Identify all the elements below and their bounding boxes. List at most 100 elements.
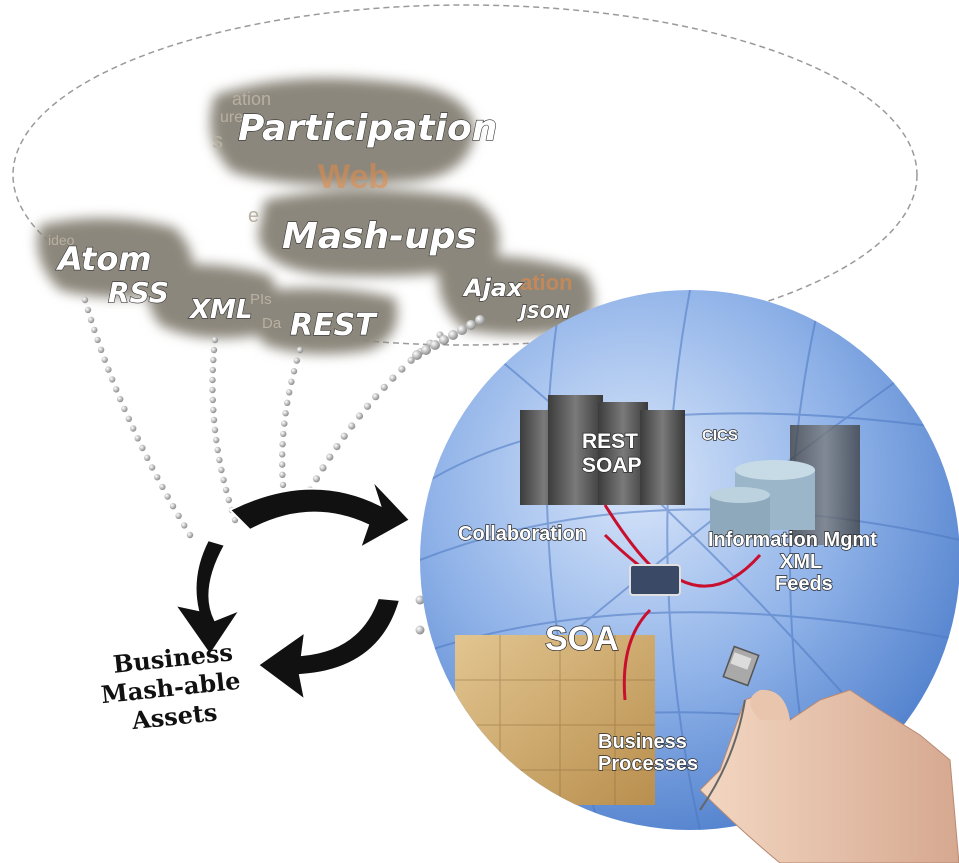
rest-label: REST: [290, 308, 378, 343]
fragment-ideo: ideo: [48, 232, 75, 248]
connector-dot: [125, 415, 132, 422]
connector-dot: [296, 346, 304, 354]
fragment-ation: ation: [232, 89, 271, 109]
fragment-web: Web: [318, 158, 389, 196]
ajax-label: Ajax: [462, 274, 524, 302]
xml-label: XML: [188, 295, 253, 325]
connector-dot: [398, 365, 406, 373]
connector-dot: [448, 330, 458, 340]
soa-crates: [455, 635, 655, 805]
connector-dot: [218, 466, 225, 474]
connector-dot: [175, 512, 182, 519]
connector-dot: [293, 357, 300, 364]
connector-dot: [279, 461, 286, 468]
connector-dot: [216, 456, 223, 464]
connector-dot: [109, 376, 116, 383]
connector-dot: [91, 326, 98, 334]
connector-dot: [412, 350, 422, 360]
connector-dot: [81, 296, 89, 304]
connector-dot: [225, 496, 232, 504]
connector-dot: [148, 464, 156, 471]
fragment-e: e: [248, 205, 259, 227]
connector-dot: [209, 396, 216, 404]
info-mgmt-label-line3: Feeds: [775, 573, 833, 595]
connector-dot: [407, 356, 415, 364]
connector-dot: [210, 406, 217, 414]
connector-dot: [220, 476, 227, 484]
connector-dot: [421, 345, 431, 355]
connector-dot: [186, 531, 194, 539]
connector-dot: [279, 481, 287, 489]
fragment-pis: PIs: [250, 291, 272, 308]
collaboration-label: Collaboration: [458, 523, 587, 545]
connector-dot: [169, 503, 177, 510]
connector-dot: [105, 366, 112, 373]
fragment-s: s: [212, 128, 223, 153]
cloud-boundary-ellipse: [12, 4, 918, 346]
connector-dot: [210, 356, 217, 364]
connector-dot: [430, 340, 440, 350]
hand-with-plug-image: [699, 645, 959, 863]
connector-dot: [209, 366, 216, 374]
cycle-arrows-icon: [172, 479, 412, 703]
business-mashable-assets-label: Business Mash-able Assets: [100, 637, 242, 735]
rest-soap-label-line1: REST: [582, 430, 638, 453]
connector-dot: [290, 368, 298, 375]
connector-dot: [117, 395, 124, 403]
connector-dot: [475, 315, 485, 325]
connector-dot: [380, 383, 388, 391]
fragment-ation-orange: ation: [520, 270, 573, 295]
connector-dot: [348, 422, 356, 430]
connector-dot: [214, 446, 221, 454]
connector-dot: [121, 405, 128, 413]
connector-dot: [355, 412, 364, 420]
connector-dot: [439, 335, 449, 345]
connector-dot: [340, 432, 348, 440]
connector-dot: [113, 386, 120, 393]
fragment-ure: ure: [220, 109, 243, 126]
mashups-label: Mash-ups: [282, 216, 477, 257]
info-mgmt-label-line2: XML: [780, 551, 822, 573]
connector-dot: [209, 376, 216, 384]
connector-dot: [279, 451, 286, 458]
cloud-labels: Participation Mash-ups Atom RSS XML REST…: [54, 107, 570, 343]
connector-dot: [319, 464, 327, 472]
connector-dot: [139, 444, 146, 452]
atom-label: Atom: [55, 240, 152, 278]
json-label: JSON: [517, 302, 570, 323]
fragment-da: Da: [262, 315, 282, 332]
storage-cylinders: [710, 460, 815, 540]
connector-dot: [281, 420, 288, 427]
connector-dot: [94, 336, 101, 344]
soa-label: SOA: [545, 620, 619, 658]
router-icon: [629, 564, 681, 596]
soa-globe: REST SOAP CICS Collaboration Information…: [420, 290, 959, 830]
connector-dot: [231, 516, 239, 524]
cloud-blobs: [37, 78, 594, 354]
connector-dot: [286, 389, 293, 396]
connector-dot: [466, 320, 476, 330]
connector-dot: [134, 435, 141, 442]
connector-dot: [326, 453, 334, 461]
business-processes-label-line2: Processes: [598, 753, 698, 775]
connector-dot: [312, 475, 320, 483]
connector-dot: [372, 393, 380, 401]
connector-dot: [415, 595, 425, 605]
connector-dot: [288, 378, 295, 385]
rest-soap-label-line2: SOAP: [582, 454, 642, 477]
connector-dot: [97, 346, 105, 353]
rss-label: RSS: [108, 276, 169, 309]
connector-dot: [389, 374, 397, 382]
info-mgmt-label-line1: Information Mgmt: [708, 529, 877, 551]
connector-dot: [279, 471, 286, 478]
connector-dot: [181, 522, 188, 529]
connector-dot: [130, 425, 137, 432]
connector-dot: [159, 483, 166, 491]
participation-label: Participation: [238, 108, 497, 149]
cloud-background-words: ation ure s Web e ideo PIs Da ation: [48, 89, 573, 332]
cics-label: CICS: [702, 427, 738, 444]
connector-dot: [213, 436, 220, 444]
connector-dot: [415, 625, 425, 635]
connector-dot: [211, 426, 219, 434]
